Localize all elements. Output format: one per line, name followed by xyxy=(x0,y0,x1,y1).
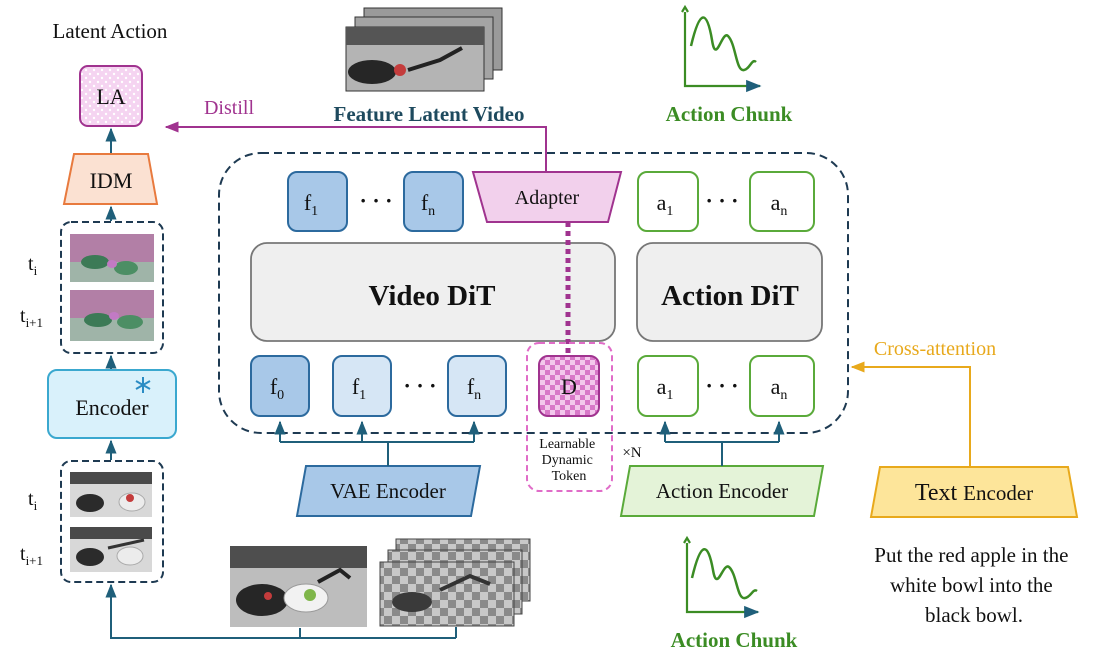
action-dit-label: Action DiT xyxy=(661,280,799,312)
latent-frame-top xyxy=(70,234,154,282)
vae-arrows xyxy=(274,420,480,466)
svg-text:f0: f0 xyxy=(270,374,284,403)
latent-action-title: Latent Action xyxy=(53,19,168,43)
d-token: D xyxy=(538,355,600,417)
arrow-input-to-raw-frames xyxy=(105,583,301,639)
text-encoder-block: Text Encoder xyxy=(869,466,1079,518)
token-an-bottom: an xyxy=(749,355,815,417)
action-encoder-block: Action Encoder xyxy=(619,465,825,517)
feature-latent-video-label: Feature Latent Video xyxy=(334,102,525,126)
action-dit-block: Action DiT xyxy=(636,242,823,342)
la-box: LA xyxy=(79,65,143,127)
token-an-top: an xyxy=(749,171,815,232)
action-chunk-chart-icon-top xyxy=(681,4,762,93)
svg-text:an: an xyxy=(771,374,788,403)
encoder-box: Encoder xyxy=(47,369,177,439)
video-dit-label: Video DiT xyxy=(368,280,495,312)
action-chunk-chart-icon-bottom xyxy=(683,535,760,619)
svg-text:f1: f1 xyxy=(304,190,318,219)
adapter-label: Adapter xyxy=(515,187,580,209)
dots-bottom-a: · · · xyxy=(705,373,738,398)
svg-text:a1: a1 xyxy=(657,190,674,219)
feature-latent-video-stack xyxy=(345,7,503,92)
svg-text:fn: fn xyxy=(467,374,481,403)
idm-label: IDM xyxy=(90,168,133,193)
action-chunk-label-top: Action Chunk xyxy=(666,102,793,126)
latent-frames-group xyxy=(60,221,164,354)
raw-frame-top xyxy=(70,472,152,517)
input-observation-image xyxy=(230,546,367,627)
time-label-t1-top: ti+1 xyxy=(20,305,43,330)
distill-label: Distill xyxy=(204,97,254,119)
times-n-label: ×N xyxy=(622,445,641,461)
svg-text:f1: f1 xyxy=(352,374,366,403)
cross-attention-arrow xyxy=(850,361,971,467)
token-fn-bottom: fn xyxy=(447,355,507,417)
la-label: LA xyxy=(96,84,125,109)
raw-frame-bottom xyxy=(70,527,152,572)
token-a1-top: a1 xyxy=(637,171,699,232)
svg-text:fn: fn xyxy=(421,190,435,219)
action-encoder-arrows xyxy=(659,420,785,466)
dots-top-a: · · · xyxy=(705,188,738,213)
instruction-text: Put the red apple in the white bowl into… xyxy=(874,543,1073,627)
token-a1-bottom: a1 xyxy=(637,355,699,417)
idm-box: IDM xyxy=(62,153,159,205)
snowflake-icon xyxy=(135,377,151,393)
token-f0-bottom: f0 xyxy=(250,355,310,417)
learnable-token-frame xyxy=(526,342,613,492)
token-f1-top: f1 xyxy=(287,171,348,232)
latent-frame-bottom xyxy=(70,290,154,341)
token-fn-top: fn xyxy=(403,171,464,232)
action-chunk-label-bottom: Action Chunk xyxy=(671,628,798,652)
time-label-t1-bottom: ti+1 xyxy=(20,543,43,568)
action-encoder-label: Action Encoder xyxy=(656,479,788,503)
learnable-dynamic-token-label: Learnable Dynamic Token xyxy=(539,437,598,484)
dots-top-f: · · · xyxy=(359,188,392,213)
adapter-box: Adapter xyxy=(471,171,623,223)
raw-frames-group xyxy=(60,460,164,583)
time-label-t-bottom: ti xyxy=(28,488,38,513)
dots-bottom-f: · · · xyxy=(403,373,436,398)
masked-video-stack xyxy=(379,538,531,627)
dit-container xyxy=(218,152,849,434)
svg-text:an: an xyxy=(771,190,788,219)
token-f1-bottom: f1 xyxy=(332,355,392,417)
video-dit-block: Video DiT xyxy=(250,242,616,342)
vae-encoder-block: VAE Encoder xyxy=(295,465,482,517)
vae-encoder-label: VAE Encoder xyxy=(330,479,446,503)
d-token-label: D xyxy=(561,374,577,399)
encoder-label: Encoder xyxy=(75,395,149,420)
svg-text:a1: a1 xyxy=(657,374,674,403)
text-encoder-label: Text Encoder xyxy=(915,480,1033,506)
time-label-t-top: ti xyxy=(28,253,38,278)
distill-arrow xyxy=(164,121,547,172)
cross-attention-label: Cross-attention xyxy=(874,338,996,360)
